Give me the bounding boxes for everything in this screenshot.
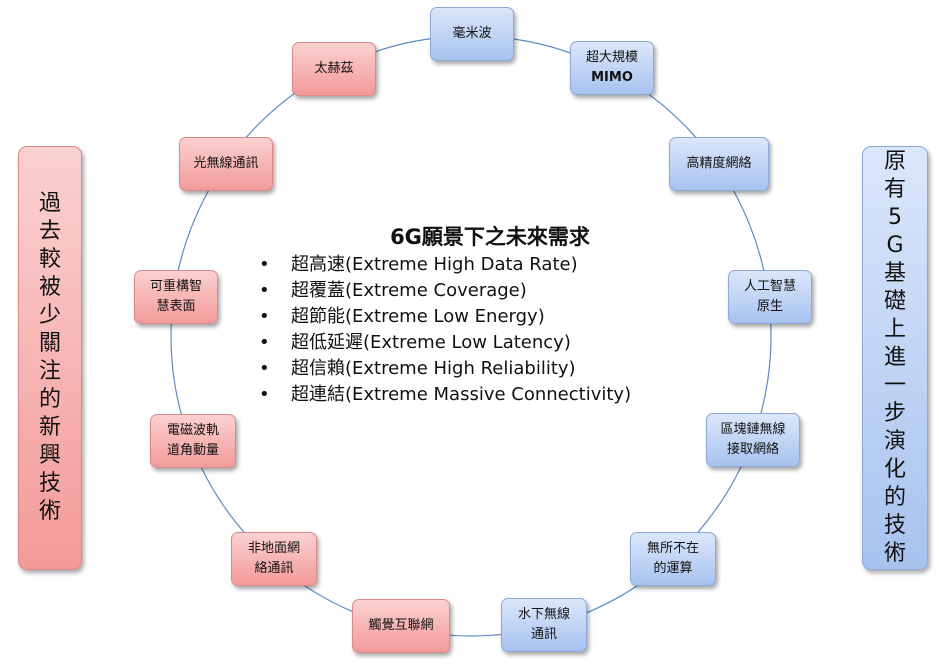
node-oam-label-1: 電磁波軌 xyxy=(166,423,219,438)
bullet: • xyxy=(259,306,270,327)
bullet: • xyxy=(259,358,270,379)
node-mmwave: 毫米波 xyxy=(430,7,514,61)
node-ris: 可重構智慧表面 xyxy=(134,270,218,324)
node-massive-mimo: 超大規模 MIMO xyxy=(570,41,654,95)
node-terahertz-label: 太赫茲 xyxy=(314,61,354,76)
left-panel: 過去較被少關注的新興技術 xyxy=(18,146,82,570)
requirement-item: • 超高速(Extreme High Data Rate) xyxy=(255,252,695,278)
requirement-text: 超高速(Extreme High Data Rate) xyxy=(291,254,578,275)
node-high-precision-network: 高精度網絡 xyxy=(669,137,769,191)
node-underwater-wireless-label-1: 水下無線 xyxy=(517,607,570,622)
bullet: • xyxy=(259,254,270,275)
bullet: • xyxy=(259,332,270,353)
node-oam-label-2: 道角動量 xyxy=(166,443,219,458)
requirement-item: • 超覆蓋(Extreme Coverage) xyxy=(255,278,695,304)
node-massive-mimo-label-1: 超大規模 xyxy=(585,50,638,65)
node-ai-native: 人工智慧原生 xyxy=(728,270,812,324)
node-blockchain-ran-label-2: 接取網絡 xyxy=(726,442,779,457)
node-blockchain-ran-label-1: 區塊鏈無線 xyxy=(720,422,786,437)
requirement-item: • 超低延遲(Extreme Low Latency) xyxy=(255,330,695,356)
node-tactile-internet: 觸覺互聯網 xyxy=(352,599,450,653)
node-optical-wireless: 光無線通訊 xyxy=(179,137,273,191)
node-massive-mimo-label-2: MIMO xyxy=(591,70,633,85)
node-ntn: 非地面網絡通訊 xyxy=(231,532,317,586)
node-underwater-wireless-label-2: 通訊 xyxy=(530,627,557,642)
requirements-list: • 超高速(Extreme High Data Rate) • 超覆蓋(Extrem… xyxy=(255,252,695,408)
node-ntn-label-2: 絡通訊 xyxy=(254,561,294,576)
bullet: • xyxy=(259,384,270,405)
node-ubiquitous-computing-label-2: 的運算 xyxy=(653,561,693,576)
requirement-text: 超信賴(Extreme High Reliability) xyxy=(291,358,576,379)
node-ris-label-2: 慧表面 xyxy=(156,299,196,314)
node-terahertz: 太赫茲 xyxy=(292,42,376,96)
requirement-text: 超節能(Extreme Low Energy) xyxy=(291,306,545,327)
center-requirements: 6G願景下之未來需求 • 超高速(Extreme High Data Rate) … xyxy=(255,222,695,408)
requirement-item: • 超信賴(Extreme High Reliability) xyxy=(255,356,695,382)
node-ubiquitous-computing: 無所不在的運算 xyxy=(630,532,716,586)
node-ai-native-label-2: 原生 xyxy=(756,299,783,314)
center-title: 6G願景下之未來需求 xyxy=(390,225,590,249)
requirement-text: 超低延遲(Extreme Low Latency) xyxy=(291,332,571,353)
node-ntn-label-1: 非地面網 xyxy=(247,541,300,556)
requirement-item: • 超連結(Extreme Massive Connectivity) xyxy=(255,382,695,408)
requirement-item: • 超節能(Extreme Low Energy) xyxy=(255,304,695,330)
node-ris-label-1: 可重構智 xyxy=(149,279,202,294)
node-underwater-wireless: 水下無線通訊 xyxy=(501,598,587,652)
node-tactile-internet-label: 觸覺互聯網 xyxy=(368,618,434,633)
right-panel: 原有5G基礎上進一步演化的技術 xyxy=(862,146,928,570)
bullet: • xyxy=(259,280,270,301)
node-oam: 電磁波軌道角動量 xyxy=(150,414,236,468)
node-optical-wireless-label: 光無線通訊 xyxy=(193,156,259,171)
node-mmwave-label: 毫米波 xyxy=(452,26,492,41)
node-ai-native-label-1: 人工智慧 xyxy=(743,279,796,294)
node-ubiquitous-computing-label-1: 無所不在 xyxy=(646,541,699,556)
node-blockchain-ran: 區塊鏈無線接取網絡 xyxy=(706,413,800,467)
right-panel-text: 原有5G基礎上進一步演化的技術 xyxy=(884,149,907,566)
left-panel-text: 過去較被少關注的新興技術 xyxy=(39,191,62,524)
node-high-precision-network-label: 高精度網絡 xyxy=(686,156,752,171)
requirement-text: 超覆蓋(Extreme Coverage) xyxy=(291,280,527,301)
requirement-text: 超連結(Extreme Massive Connectivity) xyxy=(291,384,632,405)
